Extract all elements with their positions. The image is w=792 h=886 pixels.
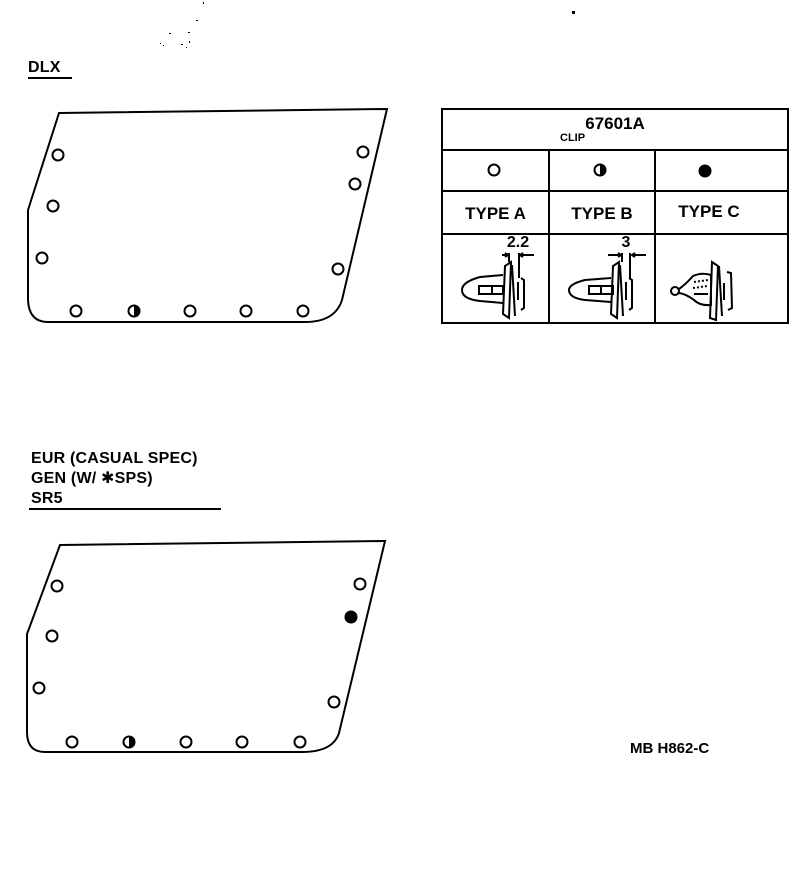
clip-type-a-marker-icon (239, 304, 253, 318)
clip-type-c-illustration (670, 260, 734, 322)
clip-type-a-marker-icon (331, 262, 345, 276)
clip-type-a-marker-icon (65, 735, 79, 749)
figure-code: MB H862-C (630, 740, 710, 757)
clip-type-a-marker-icon (183, 304, 197, 318)
legend-type-c-label: TYPE C (678, 202, 740, 221)
clip-type-b-marker-icon (122, 735, 136, 749)
section-title-sr5: SR5 (31, 490, 63, 507)
open-circle-icon (487, 163, 501, 177)
clip-type-a-marker-icon (45, 629, 59, 643)
dimension-type-b: 3 (621, 234, 631, 251)
clip-markers (32, 145, 370, 749)
section-title-dlx: DLX (28, 59, 61, 76)
legend-type-a-label: TYPE A (465, 204, 526, 223)
section-title-gen: GEN (W/ ✱SPS) (31, 470, 153, 487)
half-filled-circle-icon (593, 163, 607, 177)
clip-type-a-marker-icon (348, 177, 362, 191)
clip-type-b-illustration (567, 252, 646, 320)
legend-table-grid (441, 108, 789, 324)
clip-type-a-marker-icon (50, 579, 64, 593)
section-title-eur-underline (29, 508, 221, 510)
clip-type-a-marker-icon (46, 199, 60, 213)
clip-type-b-marker-icon (127, 304, 141, 318)
clip-type-a-marker-icon (293, 735, 307, 749)
section-title-dlx-underline (28, 77, 72, 79)
clip-type-a-marker-icon (235, 735, 249, 749)
clip-type-a-marker-icon (51, 148, 65, 162)
filled-circle-icon (698, 164, 712, 178)
clip-type-a-marker-icon (32, 681, 46, 695)
legend-part-name: CLIP (560, 132, 586, 144)
clip-type-c-marker-icon (344, 610, 358, 624)
legend-type-b-label: TYPE B (571, 204, 633, 223)
clip-type-a-marker-icon (353, 577, 367, 591)
dimension-type-a: 2.2 (506, 234, 530, 251)
clip-type-a-marker-icon (179, 735, 193, 749)
door-panel-dlx-outline (27, 107, 389, 323)
clip-type-a-marker-icon (69, 304, 83, 318)
clip-type-a-marker-icon (327, 695, 341, 709)
clip-type-a-marker-icon (356, 145, 370, 159)
section-title-eur: EUR (CASUAL SPEC) (31, 450, 198, 467)
legend-part-number: 67601A (585, 114, 645, 133)
clip-type-a-illustration (460, 252, 534, 320)
scan-noise (160, 2, 575, 48)
door-panel-eur-outline (26, 539, 387, 753)
clip-type-a-marker-icon (35, 251, 49, 265)
clip-type-a-marker-icon (296, 304, 310, 318)
